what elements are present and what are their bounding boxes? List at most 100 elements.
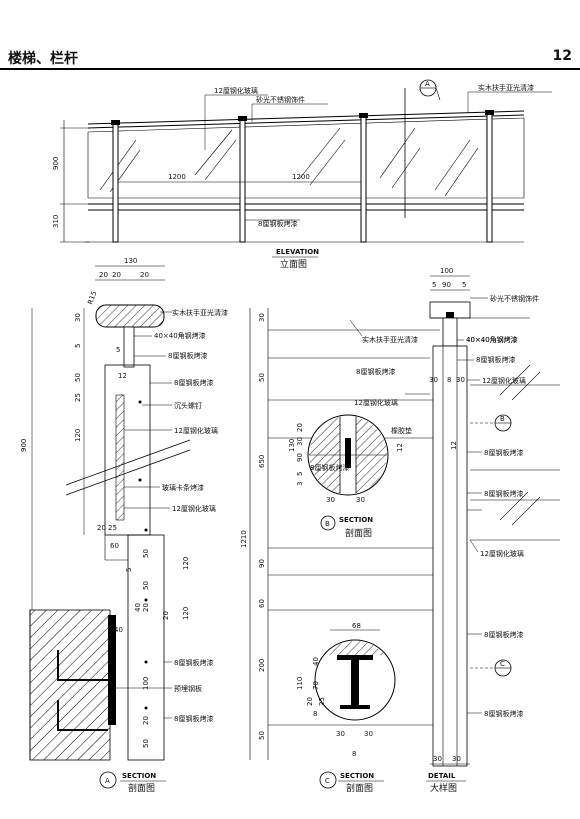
mid-c-dim-70: 70	[312, 681, 320, 690]
sa-label-screw: 沉头螺钉	[174, 401, 202, 410]
elev-caption-cn: 立面图	[280, 258, 307, 270]
det-dim-5a: 5	[432, 281, 436, 289]
mid-c-dim-20: 20	[306, 697, 314, 706]
mid-c-dim-8a: 8	[313, 710, 317, 718]
mid-b-dim-20: 20	[296, 423, 304, 432]
sa-caption-cn: 剖面图	[128, 782, 155, 794]
det-caption-cn: 大样图	[430, 782, 457, 794]
sa-label-clip: 玻璃卡条烤漆	[162, 483, 204, 492]
mid-c-dim-8b: 8	[352, 750, 356, 758]
sa-dim-v120a: 120	[74, 429, 82, 442]
mid-label-handrail: 实木扶手亚光清漆	[362, 335, 418, 344]
sa-label-plate1: 8厘钢板烤漆	[168, 351, 207, 360]
sa-label-embed: 预埋钢板	[174, 684, 202, 693]
mid-c-dim-110: 110	[296, 677, 304, 690]
sa-dim-40b: 40	[114, 626, 123, 634]
det-label-plate3: 8厘钢板烤漆	[484, 489, 523, 498]
sa-dim-100: 100	[142, 677, 150, 690]
sa-label-glass1: 12厘钢化玻璃	[174, 426, 218, 435]
mid-dim-v30: 30	[258, 313, 266, 322]
mid-b-dim-130: 130	[288, 439, 296, 452]
mid-dim-v200: 200	[258, 659, 266, 672]
mid-c-dim-68: 68	[352, 622, 361, 630]
sa-dim-40: 40	[134, 603, 142, 612]
middle-view: 1210 30 50 650 90 60 200 50 130 20 30 90…	[240, 308, 518, 794]
elev-dim-1200-b: 1200	[292, 173, 310, 181]
sa-label-plate3: 8厘钢板烤漆	[174, 658, 213, 667]
det-dim-12: 12	[450, 441, 458, 450]
drawing-title: 楼梯、栏杆	[8, 51, 78, 67]
mid-c-caption-en: SECTION	[340, 772, 374, 780]
sa-dim-20g: 20	[142, 716, 150, 725]
sa-dim-50c: 50	[142, 739, 150, 748]
sa-label-plate2: 8厘钢板烤漆	[174, 378, 213, 387]
det-label-plate5: 8厘钢板烤漆	[484, 709, 523, 718]
mid-dim-v90: 90	[258, 559, 266, 568]
sa-dim-20f: 20	[162, 611, 170, 620]
mid-b-dim-3: 3	[296, 482, 304, 486]
det-dim-100: 100	[440, 267, 453, 275]
det-dim-b30b: 30	[452, 755, 461, 763]
elev-label-glass: 12厘钢化玻璃	[214, 86, 258, 95]
elev-dim-310: 310	[52, 215, 60, 228]
sa-dim-130: 130	[124, 257, 137, 265]
sa-dim-120b: 120	[182, 557, 190, 570]
page-number: 12	[552, 48, 572, 64]
mid-b-caption-en: SECTION	[339, 516, 373, 524]
det-label-plate2: 8厘钢板烤漆	[484, 448, 523, 457]
mid-dim-v60: 60	[258, 599, 266, 608]
mid-b-dim-30c: 30	[356, 496, 365, 504]
sa-dim-900: 900	[20, 439, 28, 452]
sa-dim-120c: 120	[182, 607, 190, 620]
sa-caption-en: SECTION	[122, 772, 156, 780]
det-dim-30a: 30	[429, 376, 438, 384]
det-caption-en: DETAIL	[428, 772, 456, 780]
sa-dim-50b: 50	[142, 581, 150, 590]
mid-c-dim-25: 25	[318, 697, 326, 706]
mid-dim-v650: 650	[258, 455, 266, 468]
det-marker-b: B	[500, 415, 505, 423]
mid-b-dim-12: 12	[396, 443, 404, 452]
sa-dim-25b: 25	[108, 524, 117, 532]
det-label-plate1: 8厘钢板烤漆	[476, 355, 515, 364]
det-dim-b30a: 30	[433, 755, 442, 763]
header-rule	[0, 68, 580, 70]
sa-dim-5b: 5	[125, 568, 133, 572]
section-a-view: 130 20 20 20 R15 90	[20, 257, 228, 794]
mid-c-dim-40: 40	[312, 657, 320, 666]
elev-dim-1200-a: 1200	[168, 173, 186, 181]
sa-dim-v5a: 5	[74, 344, 82, 348]
det-dim-5b: 5	[462, 281, 466, 289]
elev-caption-en: ELEVATION	[276, 248, 319, 256]
det-dim-8: 8	[447, 376, 451, 384]
mid-label-angle: 40×40角钢烤漆	[466, 335, 518, 344]
elev-label-handrail: 实木扶手亚光清漆	[478, 83, 534, 92]
det-dim-30b: 30	[456, 376, 465, 384]
elev-label-satin: 砂光不锈钢饰件	[256, 95, 305, 104]
mid-c-dim-30b: 30	[364, 730, 373, 738]
mid-label-rubber: 橡胶垫	[391, 426, 412, 435]
sa-dim-5: 5	[116, 346, 120, 354]
sa-label-angle: 40×40角钢烤漆	[154, 331, 206, 340]
elevation-view: 900 310 1200 1200 12厘钢化玻璃 砂光不锈钢饰件 实木扶手亚光…	[52, 79, 552, 270]
sa-dim-20d: 20	[97, 524, 106, 532]
det-marker-c: C	[500, 660, 505, 668]
sa-label-r15: R15	[86, 290, 98, 306]
detail-view: 100 5 90 5 B C 30 8 30 12 30	[426, 267, 560, 794]
det-label-angle: 40×40角钢烤漆	[466, 335, 518, 344]
sa-label-plate4: 8厘钢板烤漆	[174, 714, 213, 723]
mid-dim-1210: 1210	[240, 530, 248, 548]
det-label-plate4: 8厘钢板烤漆	[484, 630, 523, 639]
sa-dim-20c: 20	[140, 271, 149, 279]
mid-b-dim-30: 30	[296, 437, 304, 446]
sa-dim-20a: 20	[99, 271, 108, 279]
sa-dim-12: 12	[118, 372, 127, 380]
sa-marker: A	[105, 777, 110, 785]
elev-marker-a: A	[425, 80, 430, 88]
det-dim-90: 90	[442, 281, 451, 289]
sa-dim-50a: 50	[142, 549, 150, 558]
elev-label-plate: 8厘钢板烤漆	[258, 219, 297, 228]
sa-label-handrail: 实木扶手亚光清漆	[172, 308, 228, 317]
mid-label-plate-s: 8厘钢板烤漆	[310, 463, 349, 472]
sa-dim-60: 60	[110, 542, 119, 550]
